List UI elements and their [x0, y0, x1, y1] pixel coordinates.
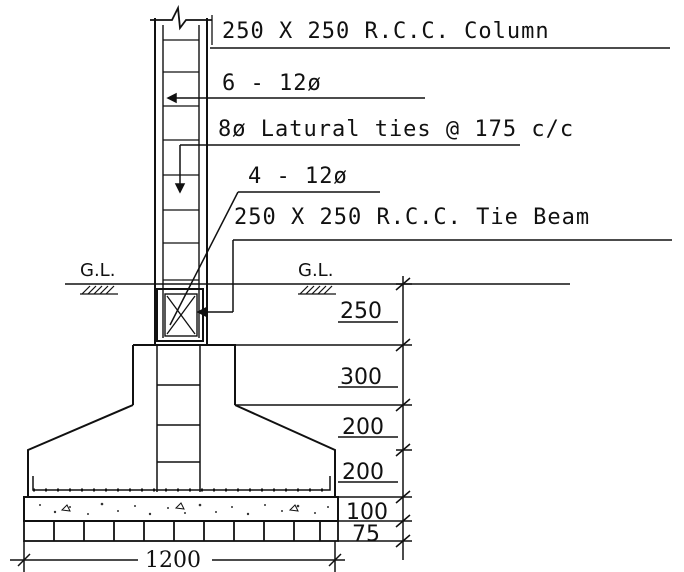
dim-300: 300	[340, 365, 382, 390]
column	[150, 4, 213, 345]
footing	[27, 344, 336, 498]
label-tie-beam-bars: 4 - 12ø	[248, 164, 348, 189]
label-column: 250 X 250 R.C.C. Column	[222, 19, 550, 44]
dim-footing-width: 1200	[145, 548, 201, 572]
footing-reinforcement	[32, 476, 331, 492]
dim-250: 250	[340, 299, 382, 324]
soling-layer	[23, 520, 339, 542]
horizontal-dimension	[10, 541, 345, 572]
dim-100: 100	[346, 500, 388, 525]
dim-200-lower: 200	[342, 460, 384, 485]
label-main-bars: 6 - 12ø	[222, 71, 322, 96]
column-ties	[163, 39, 199, 281]
column-in-footing	[156, 345, 201, 492]
dim-75: 75	[352, 522, 380, 547]
ground-level-label-right: G.L.	[298, 260, 333, 281]
ground-level-label-left: G.L.	[80, 260, 115, 281]
dim-200-upper: 200	[342, 415, 384, 440]
label-ties: 8ø Latural ties @ 175 c/c	[218, 117, 574, 142]
break-symbol	[150, 4, 212, 31]
vertical-dimension-chain	[235, 276, 412, 560]
ground-hatch-right	[298, 285, 336, 295]
label-tie-beam: 250 X 250 R.C.C. Tie Beam	[234, 205, 590, 230]
tie-beam-section	[156, 288, 204, 342]
ground-level: G.L. G.L.	[65, 260, 570, 295]
pcc-layer	[23, 496, 339, 522]
ground-hatch-left	[80, 285, 118, 295]
leaders	[166, 47, 672, 326]
